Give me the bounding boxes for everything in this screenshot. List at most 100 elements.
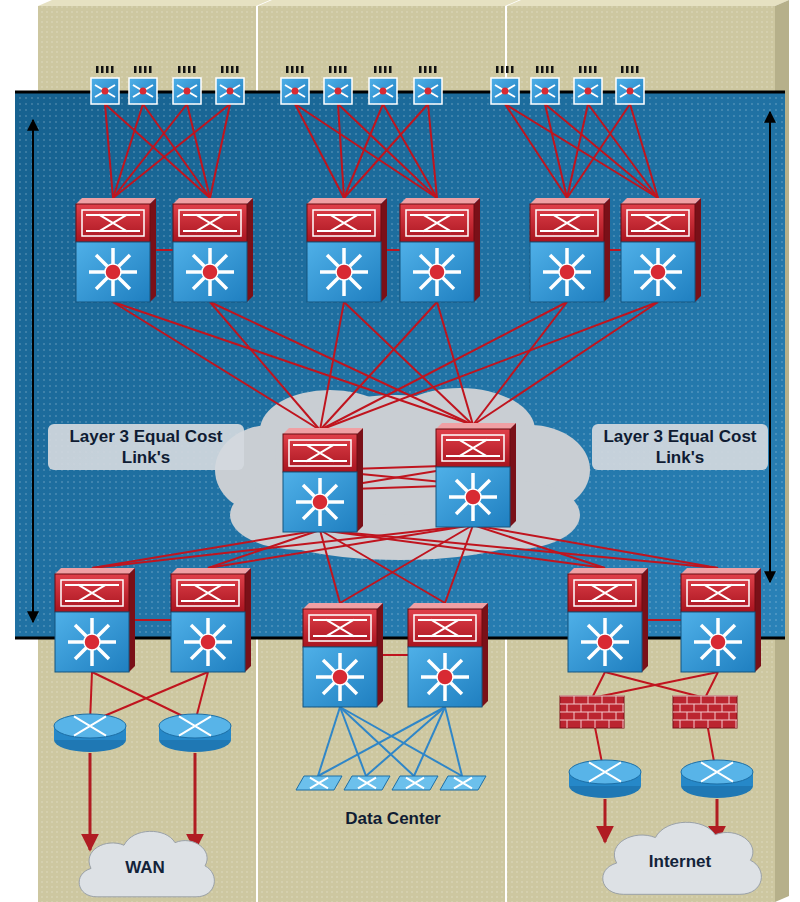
multilayer-switch-icon	[78, 585, 106, 602]
multilayer-switch-icon	[408, 603, 488, 609]
multilayer-switch-icon	[408, 609, 482, 647]
link-wire	[705, 672, 718, 698]
multilayer-switch-icon	[755, 568, 761, 672]
multilayer-switch-icon	[716, 650, 720, 666]
multilayer-switch-icon	[451, 683, 462, 694]
multilayer-switch-icon	[208, 248, 212, 264]
firewall-icon	[673, 696, 737, 728]
multilayer-switch-icon	[471, 473, 475, 489]
multilayer-switch-icon	[471, 505, 475, 521]
link-wire	[320, 302, 344, 430]
multilayer-switch-icon	[428, 683, 439, 694]
access-switch-icon	[531, 78, 559, 104]
firewall-icon	[673, 704, 737, 705]
multilayer-switch-icon	[303, 603, 383, 707]
multilayer-switch-icon	[202, 264, 218, 280]
multilayer-switch-icon	[99, 215, 127, 232]
link-wire	[340, 525, 473, 603]
link-wire	[545, 104, 567, 198]
multilayer-switch-icon	[456, 480, 467, 491]
access-switch-icon	[536, 66, 539, 73]
multilayer-switch-icon	[309, 615, 371, 641]
firewall-icon	[560, 712, 624, 713]
link-wire	[437, 302, 473, 425]
link-wire	[295, 104, 437, 198]
link-wire	[344, 104, 428, 198]
multilayer-switch-icon	[451, 660, 462, 671]
link-wire	[383, 104, 437, 198]
multilayer-switch-icon	[664, 278, 675, 289]
access-switch-icon	[574, 78, 602, 104]
link-wire	[210, 104, 230, 198]
multilayer-switch-icon	[307, 204, 381, 242]
multilayer-switch-icon	[726, 640, 742, 644]
multilayer-switch-icon	[317, 230, 371, 232]
multilayer-switch-icon	[613, 640, 629, 644]
multilayer-switch-icon	[303, 609, 377, 647]
multilayer-switch-icon	[105, 264, 121, 280]
multilayer-switch-icon	[724, 648, 735, 659]
multilayer-switch-icon	[76, 242, 150, 302]
multilayer-switch-icon	[479, 503, 490, 514]
firewall-icon	[701, 712, 702, 720]
access-switch-icon	[374, 66, 377, 73]
link-wire	[113, 104, 230, 198]
multilayer-switch-icon	[171, 568, 251, 574]
multilayer-switch-icon	[724, 625, 735, 636]
multilayer-switch-icon	[603, 618, 607, 634]
multilayer-switch-icon	[716, 618, 720, 634]
access-switch-icon	[281, 66, 309, 104]
multilayer-switch-icon	[445, 270, 461, 274]
multilayer-switch-icon	[313, 210, 375, 236]
multilayer-switch-icon	[76, 204, 150, 242]
server-switch-icon	[440, 776, 486, 790]
multilayer-switch-icon	[540, 230, 594, 232]
firewall-icon	[687, 696, 688, 704]
multilayer-switch-icon	[183, 230, 237, 232]
firewall-icon	[616, 712, 617, 720]
router-icon	[54, 714, 126, 738]
server-switch-icon	[392, 776, 438, 790]
multilayer-switch-icon	[414, 615, 476, 641]
flow-arrow	[89, 753, 92, 850]
access-switch-icon	[149, 66, 152, 73]
multilayer-switch-icon	[656, 280, 660, 296]
access-switch-icon	[106, 66, 109, 73]
link-wire	[318, 707, 445, 776]
access-switch-icon	[133, 85, 153, 97]
multilayer-switch-icon	[289, 440, 351, 466]
access-switch-icon	[541, 66, 544, 73]
multilayer-switch-icon	[350, 278, 361, 289]
link-wire	[445, 525, 473, 603]
multilayer-switch-icon	[86, 230, 140, 232]
access-switch-icon	[384, 66, 387, 73]
multilayer-switch-icon	[111, 280, 115, 296]
multilayer-switch-icon	[666, 270, 682, 274]
multilayer-switch-icon	[206, 650, 210, 666]
router-icon	[681, 760, 753, 798]
firewall-icon	[581, 720, 582, 728]
firewall-icon	[581, 704, 582, 712]
multilayer-switch-icon	[200, 634, 216, 650]
multilayer-switch-icon	[98, 648, 109, 659]
link-wire	[567, 104, 630, 198]
multilayer-switch-icon	[194, 585, 222, 602]
multilayer-switch-icon	[536, 210, 598, 236]
access-switch-icon	[369, 66, 397, 104]
access-switch-icon	[389, 66, 392, 73]
link-wire	[105, 104, 210, 198]
access-switch-icon	[506, 66, 509, 73]
firewall-icon	[595, 720, 596, 728]
multilayer-switch-icon	[181, 600, 235, 602]
access-switch-icon	[589, 66, 592, 73]
firewall-icon	[588, 696, 589, 704]
multilayer-switch-icon	[82, 210, 144, 236]
multilayer-switch-icon	[408, 647, 482, 707]
link-wire	[473, 525, 718, 568]
multilayer-switch-icon	[420, 278, 431, 289]
access-switch-icon	[140, 88, 147, 95]
access-switch-icon	[502, 88, 509, 95]
multilayer-switch-icon	[303, 485, 314, 496]
firewall-icon	[623, 704, 624, 712]
